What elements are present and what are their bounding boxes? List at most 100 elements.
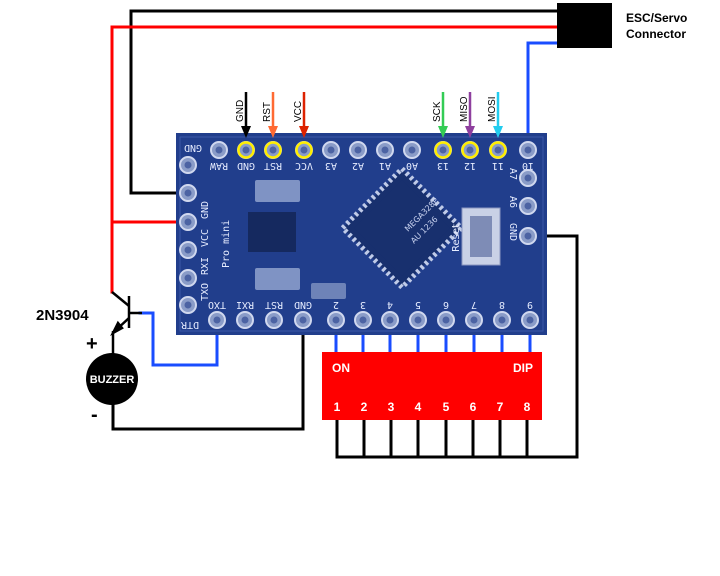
pin-bottom-9 — [521, 311, 539, 329]
pin-label-top-12: 12 — [464, 160, 476, 171]
pin-label-bottom-4: 4 — [387, 299, 393, 310]
pin-label-bottom-gnd: GND — [294, 299, 312, 310]
dip-label: DIP — [513, 361, 533, 375]
pin-label-top-rst: RST — [264, 160, 282, 171]
pin-label-bottom-rxi: RXI — [236, 299, 254, 310]
dip-on-label: ON — [332, 361, 350, 375]
pin-label-bottom-5: 5 — [415, 299, 421, 310]
pin-top-a3 — [322, 141, 340, 159]
capacitor-bottom — [255, 268, 300, 290]
wire-signal-connector — [526, 41, 559, 152]
isp-arrow-sck: SCK — [432, 92, 448, 138]
pin-label-bottom-6: 6 — [443, 299, 449, 310]
isp-label-rst: RST — [262, 102, 273, 122]
pin-bottom-rxi — [236, 311, 254, 329]
pin-top-a0 — [403, 141, 421, 159]
pin-top-12 — [461, 141, 479, 159]
capacitor-top — [255, 180, 300, 202]
connector-label-line2: Connector — [626, 27, 686, 41]
pin-label-top-raw: RAW — [209, 160, 228, 171]
highlight-ring — [295, 141, 313, 159]
isp-arrow-gnd: GND — [235, 92, 251, 138]
pin-label-dtr: DTR — [180, 319, 199, 330]
pin-bottom-8 — [493, 311, 511, 329]
buzzer — [86, 353, 138, 405]
pin-label-top-13: 13 — [437, 160, 449, 171]
pin-label-right-a6: A6 — [507, 196, 518, 208]
pin-top-rst — [264, 141, 282, 159]
pin-bottom-txo — [208, 311, 226, 329]
board-name: Pro mini — [221, 220, 232, 268]
dip-position-8: 8 — [524, 400, 531, 414]
highlight-ring — [461, 141, 479, 159]
pin-top-gnd — [237, 141, 255, 159]
highlight-ring — [489, 141, 507, 159]
reset-button — [461, 207, 501, 266]
pin-bottom-3 — [354, 311, 372, 329]
pin-top-a2 — [349, 141, 367, 159]
dip-position-2: 2 — [361, 400, 368, 414]
pin-label-bottom-8: 8 — [499, 299, 505, 310]
pin-top-raw — [210, 141, 228, 159]
isp-label-vcc: VCC — [293, 101, 304, 122]
pin-right-a7 — [519, 169, 537, 187]
pin-label-bottom-2: 2 — [333, 299, 339, 310]
dip-switch — [322, 352, 542, 420]
highlight-ring — [237, 141, 255, 159]
pin-label-bottom-7: 7 — [471, 299, 477, 310]
pin-label-right-gnd: GND — [507, 223, 518, 241]
pin-label-bottom-3: 3 — [360, 299, 366, 310]
isp-header-arrows: GND RST VCC SCK MISO MOSI — [235, 92, 503, 138]
buzzer-minus: - — [91, 404, 98, 426]
isp-arrow-miso: MISO — [459, 92, 475, 138]
wire-vcc-connector — [110, 25, 559, 224]
pin-label-left-rxi: RXI — [200, 257, 211, 275]
pin-label-left-txo: TXO — [200, 283, 211, 301]
dip-position-1: 1 — [334, 400, 341, 414]
pin-bottom-7 — [465, 311, 483, 329]
dip-position-7: 7 — [497, 400, 504, 414]
pin-left-l5 — [179, 296, 197, 314]
pin-label-corner-gnd: GND — [184, 142, 202, 153]
crystal — [311, 283, 346, 299]
pin-top-13 — [434, 141, 452, 159]
isp-arrow-rst: RST — [262, 92, 278, 138]
pin-top-vcc — [295, 141, 313, 159]
pin-left-l3 — [179, 241, 197, 259]
pin-left-l0 — [179, 156, 197, 174]
isp-arrow-mosi: MOSI — [487, 92, 503, 138]
dip-legs — [335, 418, 529, 459]
transistor-2n3904 — [110, 291, 142, 355]
reset-label: Reset — [451, 224, 462, 252]
pin-label-bottom-txo: TXO — [208, 299, 226, 310]
pin-bottom-rst — [265, 311, 283, 329]
pin-label-right-a7: A7 — [507, 168, 518, 180]
pin-label-top-a1: A1 — [379, 160, 391, 171]
pin-label-top-11: 11 — [492, 160, 504, 171]
wire-gnd-connector — [129, 9, 559, 195]
transistor-label: 2N3904 — [36, 307, 89, 324]
wires — [110, 9, 579, 459]
highlight-ring — [434, 141, 452, 159]
dip-position-6: 6 — [470, 400, 477, 414]
dip-position-3: 3 — [388, 400, 395, 414]
wire-right-gnd-dip — [335, 234, 579, 459]
pin-bottom-4 — [381, 311, 399, 329]
highlight-ring — [264, 141, 282, 159]
isp-label-mosi: MOSI — [487, 96, 498, 122]
pin-right-a6 — [519, 197, 537, 215]
pin-bottom-6 — [437, 311, 455, 329]
pin-label-left-gnd: GND — [200, 201, 211, 219]
pin-left-l1 — [179, 184, 197, 202]
pin-top-a1 — [376, 141, 394, 159]
pin-left-l2 — [179, 213, 197, 231]
pin-bottom-gnd — [294, 311, 312, 329]
pin-label-top-a2: A2 — [352, 160, 364, 171]
wire-buzzer-gnd — [111, 318, 305, 431]
pin-label-bottom-rst: RST — [265, 299, 283, 310]
isp-arrow-vcc: VCC — [293, 92, 309, 138]
pin-label-top-a0: A0 — [406, 160, 418, 171]
